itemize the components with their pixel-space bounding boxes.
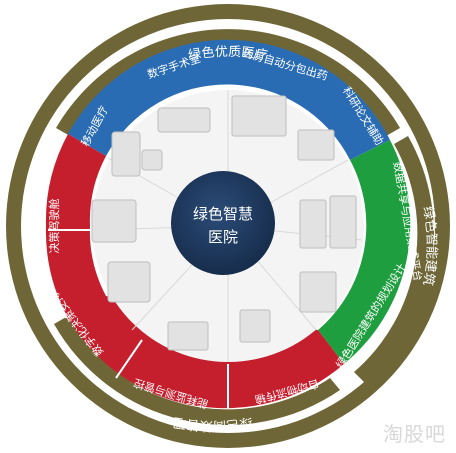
band-top (56, 29, 400, 136)
document-illustration (297, 129, 335, 161)
category-label-right: 绿色智能建筑 (420, 205, 440, 287)
logistics-illustration (239, 309, 271, 343)
pharmacy-machine-illustration (231, 95, 287, 137)
center-circle (171, 171, 275, 275)
medical-cross-illustration (141, 149, 163, 171)
watermark: 淘股吧 (383, 422, 446, 446)
tablet-illustration (111, 131, 141, 177)
dashboard-icons-illustration (107, 261, 151, 303)
cockpit-illustration (91, 199, 137, 243)
building-illustration (299, 271, 337, 313)
center-title-line1: 绿色智慧 (193, 205, 253, 223)
band-bottom (54, 316, 340, 426)
center-title-line2: 医院 (208, 228, 238, 246)
rim-blue (68, 39, 390, 160)
monitor-illustration (167, 321, 209, 351)
band-right (354, 136, 434, 384)
rim-green (318, 140, 411, 364)
server-illustration-2 (329, 195, 357, 249)
server-illustration (299, 199, 327, 249)
segment-label-cockpit: 决策驾驶舱 (47, 199, 61, 254)
operating-table-illustration (157, 107, 211, 133)
